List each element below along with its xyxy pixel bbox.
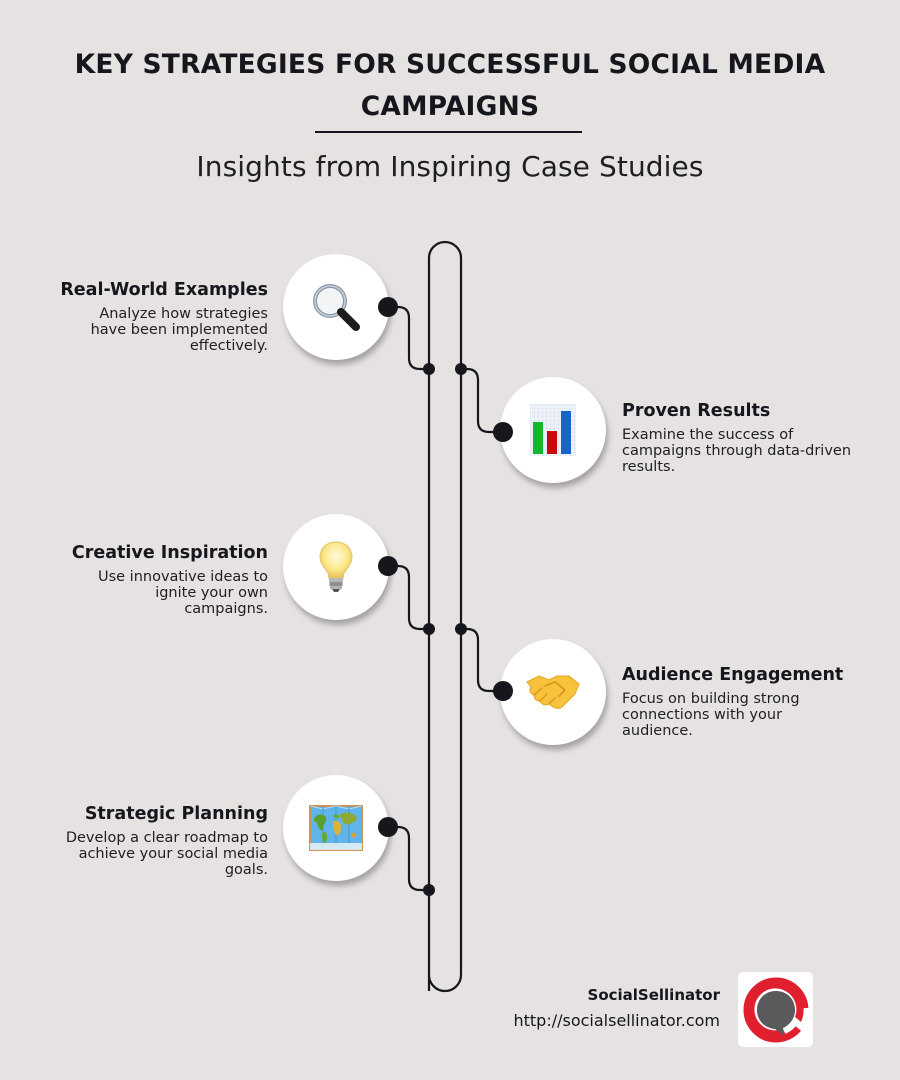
brand-logo [738,972,813,1047]
connector-dot [378,556,398,576]
item-description: Analyze how strategies have been impleme… [90,306,268,354]
icon-circle [500,377,606,483]
strategy-item-creative-inspiration: Creative Inspiration Use innovative idea… [8,542,268,617]
strategy-item-audience-engagement: Audience Engagement Focus on building st… [622,664,862,739]
connector-dot [493,422,513,442]
brand-name: SocialSellinator [587,986,720,1004]
page-title: KEY STRATEGIES FOR SUCCESSFUL SOCIAL MED… [74,49,826,122]
item-title: Proven Results [622,401,771,421]
connector-dot [378,297,398,317]
bar-chart-icon [530,404,576,456]
icon-circle [283,775,389,881]
item-description: Use innovative ideas to ignite your own … [97,569,268,617]
icon-circle [283,514,389,620]
handshake-icon [526,675,580,709]
world-map-icon [309,805,363,851]
item-description: Develop a clear roadmap to achieve your … [65,830,268,878]
title-underline [315,131,582,133]
magnifying-glass-icon [313,284,360,331]
icon-circle [283,254,389,360]
strategy-item-real-world-examples: Real-World Examples Analyze how strategi… [8,279,268,354]
item-title: Strategic Planning [84,804,268,824]
brand-url-link[interactable]: http://socialsellinator.com [513,1011,720,1030]
strategy-item-strategic-planning: Strategic Planning Develop a clear roadm… [8,803,268,878]
light-bulb-icon [319,541,353,592]
connector-dot [493,681,513,701]
icon-circle [500,639,606,745]
item-title: Creative Inspiration [71,543,268,563]
page-subtitle: Insights from Inspiring Case Studies [196,150,704,183]
item-description: Focus on building strong connections wit… [622,691,800,739]
speech-bubble-logo-icon [743,977,808,1042]
item-description: Examine the success of campaigns through… [622,427,852,475]
item-title: Real-World Examples [60,280,268,300]
connector-dot [378,817,398,837]
strategy-item-proven-results: Proven Results Examine the success of ca… [622,400,852,475]
item-title: Audience Engagement [622,665,844,685]
